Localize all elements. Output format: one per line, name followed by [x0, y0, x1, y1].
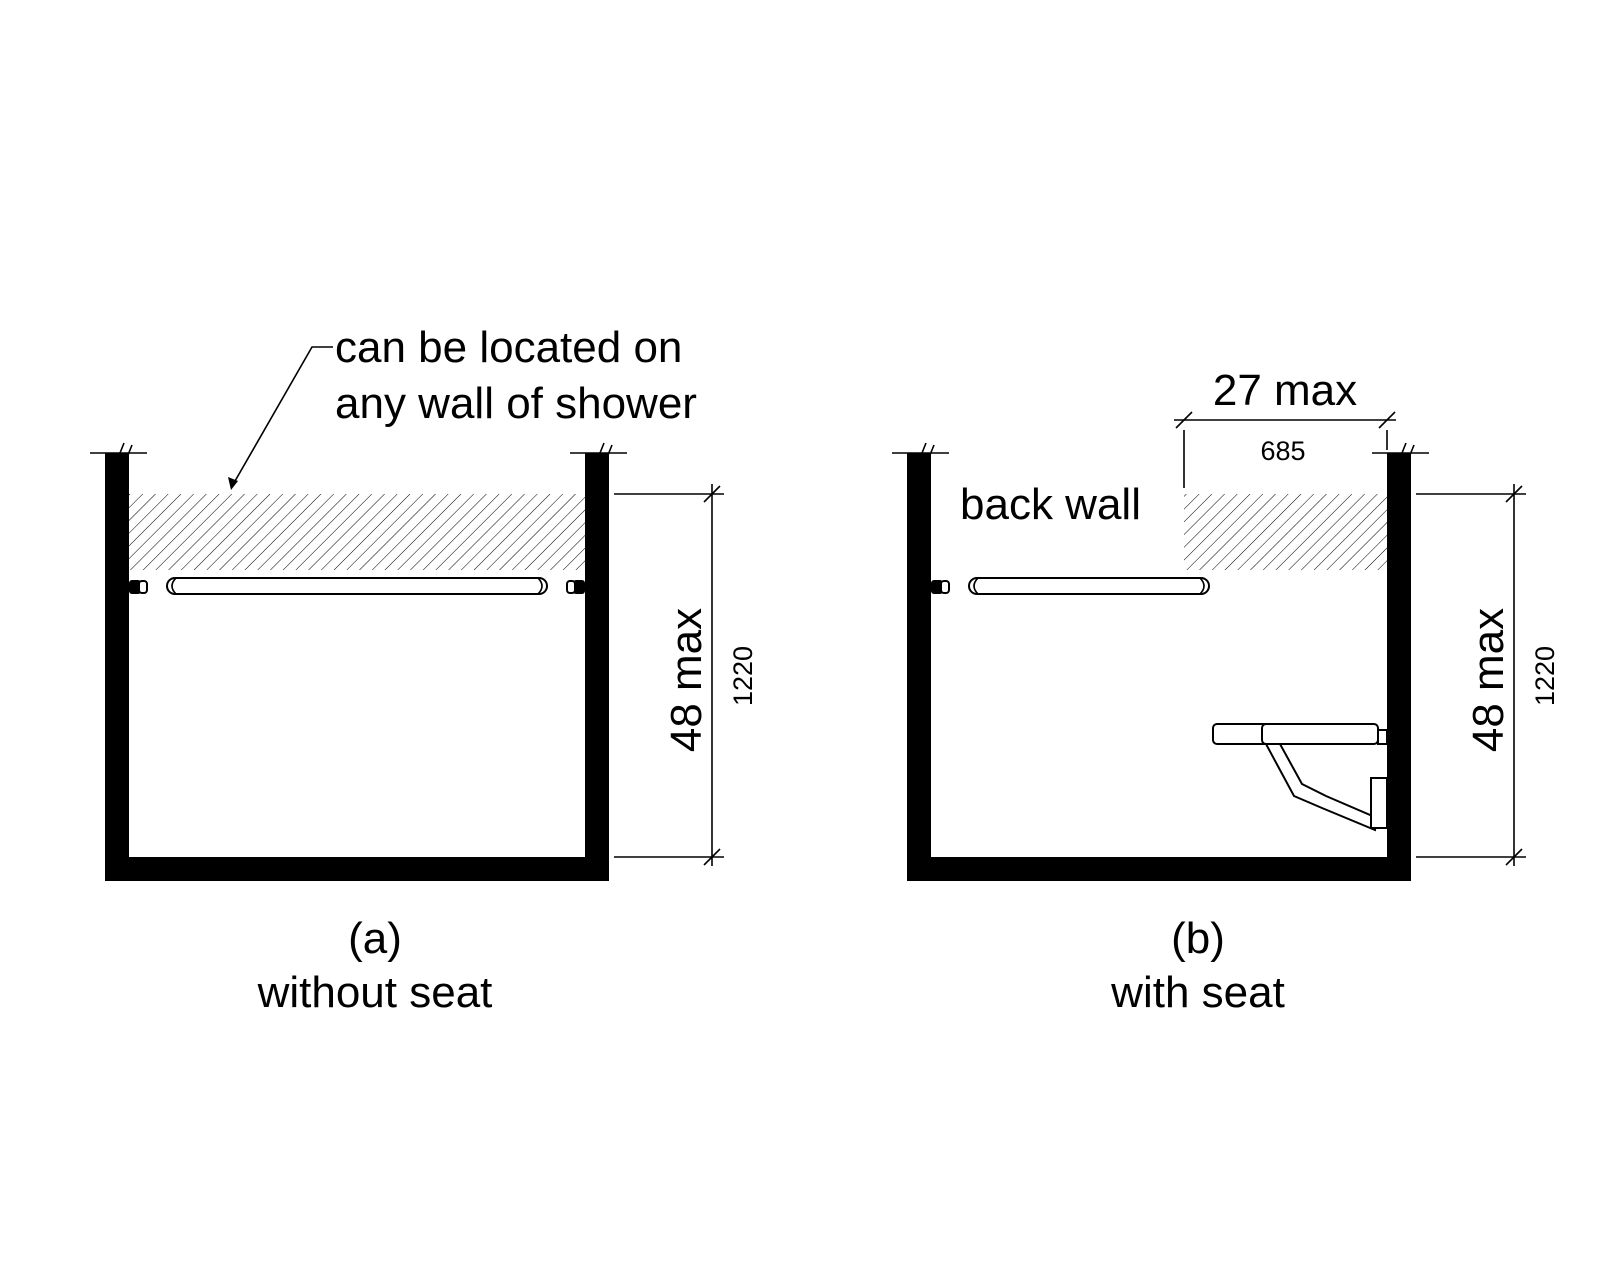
grab-bar-b	[931, 577, 1210, 595]
right-wall-a	[585, 453, 609, 881]
note-leader-a	[228, 346, 333, 490]
wall-break-left-b	[892, 442, 949, 456]
caption-id-b: (b)	[1171, 914, 1225, 963]
grab-bar-ends-a	[171, 577, 543, 595]
tick-bottom-a	[703, 848, 721, 866]
back-wall-label: back wall	[960, 480, 1141, 529]
caption-text-b: with seat	[1110, 968, 1285, 1017]
wall-break-left-a	[90, 442, 147, 456]
caption-id-a: (a)	[348, 914, 402, 963]
wall-break-right-b	[1372, 442, 1429, 456]
leader-arrowhead-a	[228, 477, 238, 490]
diagram-a: can be located on any wall of shower 48 …	[90, 323, 758, 1017]
tick-right-b	[1378, 411, 1396, 429]
tick-top-a	[703, 485, 721, 503]
left-wall-b	[907, 453, 931, 881]
shower-control-knob-left-a	[138, 580, 148, 594]
right-wall-b	[1387, 453, 1411, 881]
tick-bottom-b	[1505, 848, 1523, 866]
tick-left-b	[1175, 411, 1193, 429]
height-dimension-b	[1416, 484, 1526, 866]
width-label-b: 27 max	[1213, 366, 1357, 415]
grab-bar-zone-hatch-a	[129, 494, 585, 570]
floor-wall-b	[907, 857, 1411, 881]
shower-control-right-a	[573, 580, 585, 594]
leader-line-a	[230, 346, 333, 489]
height-dimension-a	[614, 484, 724, 866]
shower-control-knob-b	[940, 580, 950, 594]
height-label-a: 48 max	[662, 608, 711, 752]
floor-wall-a	[105, 857, 609, 881]
width-metric-b: 685	[1260, 436, 1305, 466]
grab-bar-rail-b	[968, 577, 1210, 595]
width-dimension-b	[1174, 411, 1396, 488]
grab-bar-ends-b	[973, 577, 1205, 595]
height-metric-a: 1220	[728, 646, 758, 706]
shower-control-b	[931, 580, 943, 594]
grab-bar-a	[129, 577, 585, 595]
seat-panel-back	[1261, 723, 1379, 745]
shower-control-left-a	[129, 580, 141, 594]
shower-walls-b	[892, 442, 1429, 881]
tick-top-b	[1505, 485, 1523, 503]
folding-seat	[1212, 723, 1388, 832]
height-label-b: 48 max	[1464, 608, 1513, 752]
grab-bar-zone-hatch-b	[1184, 494, 1387, 570]
shower-control-knob-right-a	[566, 580, 576, 594]
caption-text-a: without seat	[257, 968, 493, 1017]
wall-break-right-a	[570, 442, 627, 456]
seat-hinge	[1377, 729, 1388, 745]
seat-wall-bracket	[1370, 777, 1388, 829]
height-metric-b: 1220	[1530, 646, 1560, 706]
left-wall-a	[105, 453, 129, 881]
note-line-2: any wall of shower	[335, 379, 697, 428]
grab-bar-rail-a	[166, 577, 548, 595]
note-line-1: can be located on	[335, 323, 682, 372]
shower-walls-a	[90, 442, 627, 881]
diagram-b: 27 max 685 back wall 48 max 1220 (b) wit…	[892, 366, 1560, 1017]
seat-support-arm	[1264, 743, 1379, 832]
